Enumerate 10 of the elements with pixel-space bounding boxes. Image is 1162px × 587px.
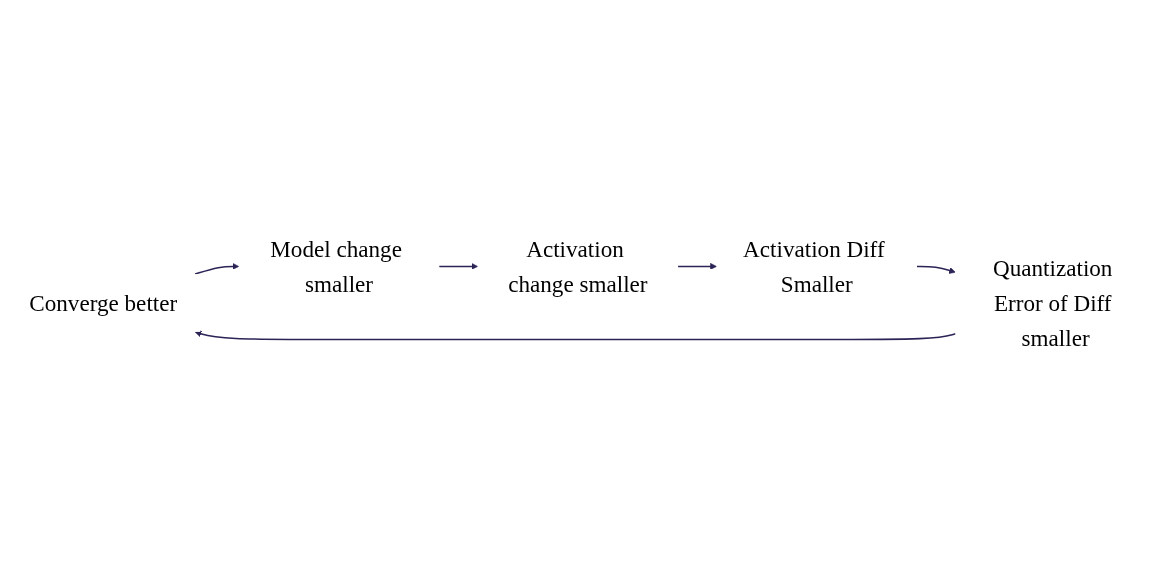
arrow [194, 330, 957, 341]
node-text: Converge better [29, 290, 178, 316]
arrow [194, 263, 240, 275]
node-text: Model change smaller [270, 236, 402, 297]
node-text: Activation change smaller [508, 236, 648, 297]
node-text: Quantization Error of Diff smaller [993, 255, 1113, 351]
arrow [677, 263, 717, 270]
node-text: Activation Diff Smaller [743, 236, 885, 297]
arrow [916, 265, 956, 274]
arrow [438, 263, 478, 270]
